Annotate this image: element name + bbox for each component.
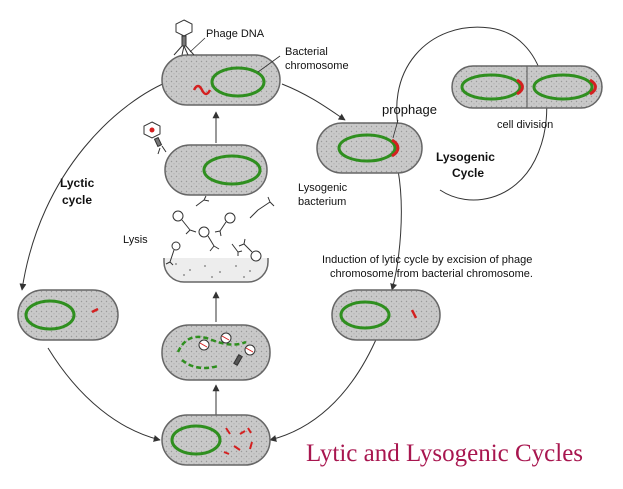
phage-icon <box>249 196 275 219</box>
label-lysogenic-cycle-1: Lysogenic <box>436 150 495 164</box>
label-bacterial-chromosome-1: Bacterial <box>285 46 328 58</box>
cell-induction <box>331 289 441 341</box>
cell-lysis <box>163 195 275 283</box>
cell-bottom <box>161 414 271 466</box>
arrow-bottom-right <box>269 334 379 442</box>
phage-icon <box>172 210 197 235</box>
label-lytic-cycle-1: Lyctic <box>60 176 95 190</box>
cell-infection <box>161 19 281 106</box>
arrow-to-lysogenic <box>281 83 346 121</box>
cell-division-pair <box>451 65 603 109</box>
label-lysogenic-cycle-2: Cycle <box>452 166 485 180</box>
label-induction-1: Induction of lytic cycle by excision of … <box>322 254 533 266</box>
phage-icon <box>238 238 262 262</box>
cell-assembly <box>161 324 271 381</box>
arrow-lytic-left <box>19 79 173 291</box>
phage-icon <box>214 212 236 237</box>
arrow-bottom-left <box>47 347 161 442</box>
arrow-induction <box>390 169 402 291</box>
label-cell-division: cell division <box>497 119 554 131</box>
phage-icon <box>231 243 243 256</box>
cell-replication <box>143 121 268 196</box>
label-induction-2: chromosome from bacterial chromosome. <box>330 268 533 280</box>
label-prophage: prophage <box>382 102 437 117</box>
released-phages <box>165 195 275 266</box>
phage-icon <box>195 195 210 207</box>
label-lysis: Lysis <box>123 234 148 246</box>
phage-icon <box>165 241 181 266</box>
label-phage-dna: Phage DNA <box>206 28 265 40</box>
cycle-arrows <box>19 26 548 442</box>
cell-left-excised <box>17 289 119 341</box>
label-lytic-cycle-2: cycle <box>62 193 93 207</box>
phage-icon <box>198 226 220 252</box>
phage-icon <box>173 19 195 56</box>
diagram-title: Lytic and Lysogenic Cycles <box>306 440 584 467</box>
label-lysogenic-bacterium-2: bacterium <box>298 196 347 208</box>
arrow-lysogenic-loop <box>396 26 548 201</box>
phage-icon <box>143 121 167 155</box>
cell-lysogenic-bacterium <box>316 119 423 174</box>
label-lysogenic-bacterium-1: Lysogenic <box>298 182 348 194</box>
label-bacterial-chromosome-2: chromosome <box>285 60 349 72</box>
